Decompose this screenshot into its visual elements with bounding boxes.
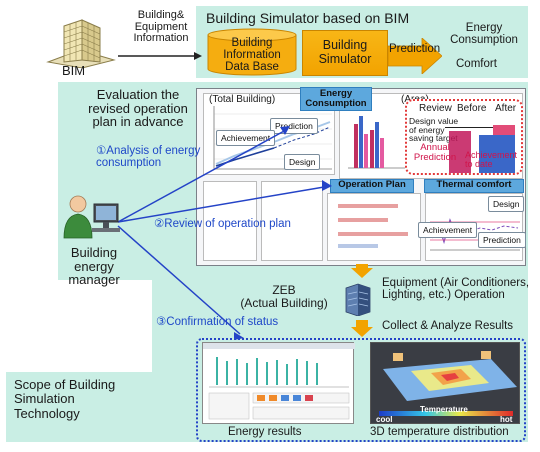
design-callout: Design [284,154,321,170]
prediction-callout: Prediction [270,118,318,134]
annual-prediction-label: Annual Prediction [413,142,457,163]
tc-achievement-callout: Achievement [418,222,478,238]
manager-icon [62,192,122,242]
input-arrow [118,48,202,60]
scope-label-box [6,372,156,442]
achievement-to-date-label: Achievement to date [465,150,518,170]
after-prediction-bar [493,125,515,135]
panel-title: Building Simulator based on BIM [206,10,410,26]
review-label: Review [419,103,452,114]
input-label: Building& Equipment Information [133,9,189,45]
bim-label: BIM [62,63,86,78]
down-arrow-1-stem [356,264,368,269]
before-label: Before [457,103,487,114]
operation-plan-tag: Operation Plan [330,179,414,193]
results-frame [196,338,526,442]
step3-label: ③Confirmation of status [156,316,279,328]
collect-label: Collect & Analyze Results [382,320,514,332]
simulator-box: Building Simulator [302,30,388,76]
down-arrow-1 [351,268,373,278]
tc-design-callout: Design [488,196,525,212]
hot-label: hot [500,415,513,424]
down-arrow-2 [351,327,373,337]
manager-label: Building energy manager [68,245,120,288]
achievement-callout: Achievement [216,130,276,146]
temperature-3d-screen [370,342,520,424]
database-cylinder [206,28,298,76]
target-line [445,127,515,128]
energy-results-label: Energy results [228,426,302,438]
thermal-comfort-tag: Thermal comfort [424,179,524,193]
scope-label: Scope of Building Simulation Technology [14,377,116,421]
total-building-label: (Total Building) [209,94,276,105]
step2-label: ②Review of operation plan [154,218,291,230]
achievement-bar [479,135,515,173]
database-label: Building Information Data Base [223,37,281,74]
tc-prediction-callout: Prediction [478,232,526,248]
bim-building-icon [44,16,116,69]
zeb-building-icon [340,282,376,317]
design-value-label: Design value of energy saving target [409,116,459,143]
comfort-output: Comfort [456,58,497,70]
prediction-arrow [387,37,443,75]
energy-consumption-tag: Energy Consumption [300,87,372,111]
energy-consumption-output: Energy Consumption [450,22,518,47]
prediction-label: Prediction [389,43,441,55]
cool-label: cool [376,415,393,424]
equipment-label: Equipment (Air Conditioners, Lighting, e… [382,277,530,302]
annual-prediction-bar [449,131,471,173]
temperature-bar-label: Temperature [420,405,468,414]
temperature-distribution-label: 3D temperature distribution [370,426,509,438]
zeb-label: ZEB (Actual Building) [240,283,328,310]
operation-plan-chart [327,193,421,261]
down-arrow-2-stem [356,320,368,328]
energy-results-screen [202,342,355,424]
step1-label: ①Analysis of energy consumption [96,145,201,170]
after-label: After [495,103,517,114]
evaluation-title: Evaluation the revised operation plan in… [88,87,188,130]
simulator-screen: (Total Building) (Area) Review Before Af… [196,88,526,266]
